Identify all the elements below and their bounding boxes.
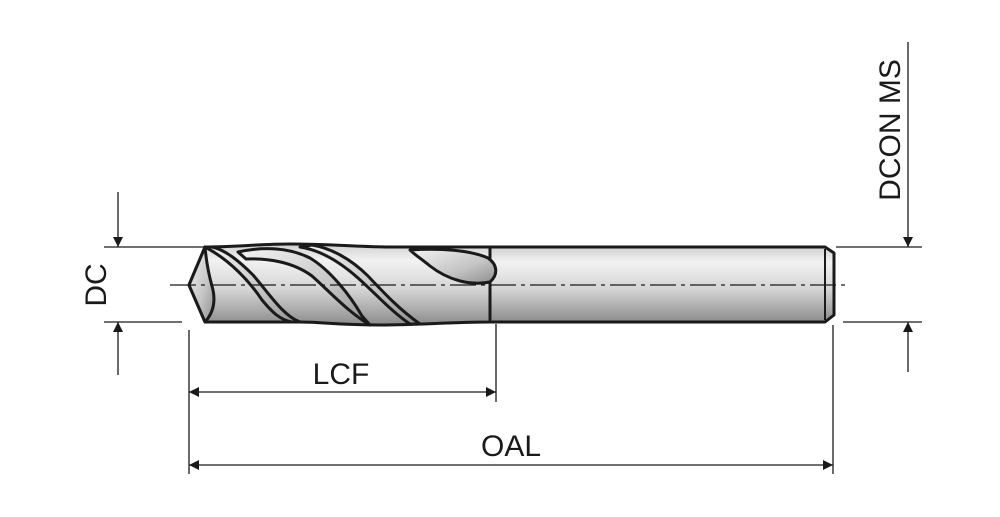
- lcf-label: LCF: [313, 358, 370, 391]
- flute-band-3: [298, 243, 422, 326]
- dimension-lines: [113, 42, 913, 470]
- dc-label: DC: [80, 263, 113, 306]
- dcon-ms-label: DCON MS: [874, 59, 907, 201]
- flute-band-2: [236, 247, 372, 327]
- flute-band-4: [408, 247, 498, 285]
- oal-label: OAL: [481, 430, 541, 463]
